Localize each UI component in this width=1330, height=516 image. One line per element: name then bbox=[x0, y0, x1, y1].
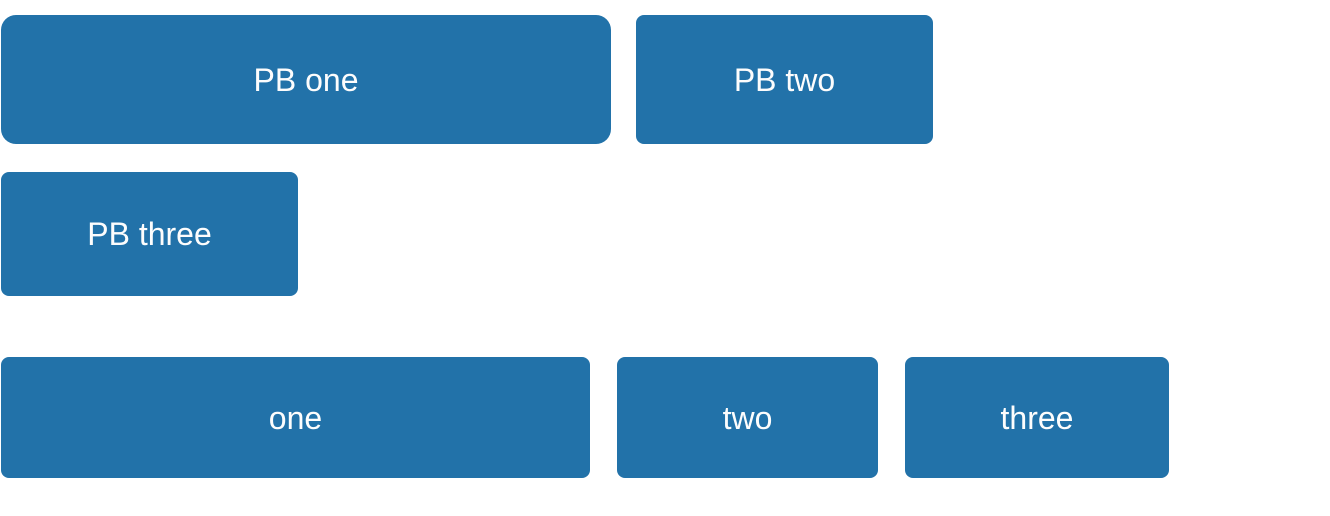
one-button[interactable]: one bbox=[1, 357, 590, 478]
pb-three-button[interactable]: PB three bbox=[1, 172, 298, 296]
three-button[interactable]: three bbox=[905, 357, 1169, 478]
two-button[interactable]: two bbox=[617, 357, 878, 478]
pb-two-button[interactable]: PB two bbox=[636, 15, 933, 144]
pb-one-button[interactable]: PB one bbox=[1, 15, 611, 144]
